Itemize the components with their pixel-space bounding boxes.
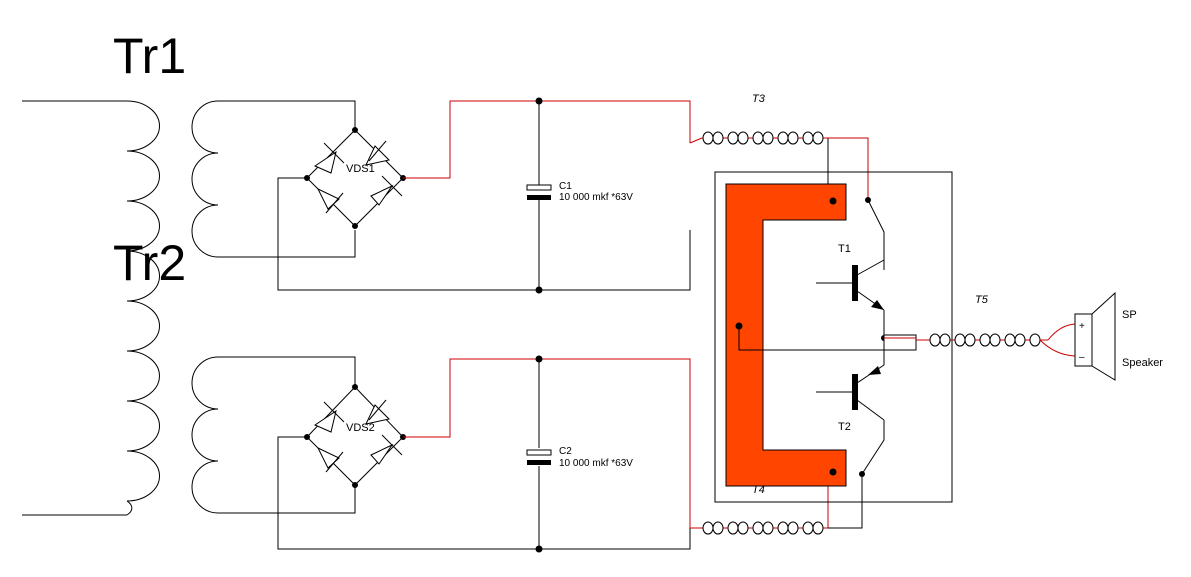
speaker: + – SP Speaker (1074, 291, 1163, 381)
c2-label: C2 (559, 446, 572, 457)
vds1-label: VDS1 (346, 163, 375, 175)
heatsink (725, 183, 847, 487)
primary-winding (22, 100, 160, 516)
output-terminal (883, 334, 917, 351)
t1-label: T1 (838, 243, 851, 255)
transistor-t1: T1 (816, 197, 885, 338)
t4-label: T4 (752, 484, 765, 496)
t2-label: T2 (838, 421, 851, 433)
c2-value: 10 000 mkf *63V (559, 458, 633, 469)
amplifier-module (714, 171, 953, 503)
t3-label: T3 (752, 93, 766, 105)
capacitor-c1: C1 10 000 mkf *63V (526, 181, 633, 203)
t5-label: T5 (975, 294, 989, 306)
speaker-label: Speaker (1122, 357, 1163, 369)
lower-rail (277, 355, 691, 553)
upper-rail (277, 97, 691, 294)
secondary-winding-2 (191, 356, 356, 514)
c1-value: 10 000 mkf *63V (559, 192, 633, 203)
speaker-plus: + (1079, 321, 1085, 332)
choke-t5: T5 (916, 294, 1076, 357)
tr1-label: Tr1 (113, 28, 186, 84)
transistor-t2: T2 (816, 338, 885, 477)
choke-t4: T4 (690, 474, 863, 535)
capacitor-c2: C2 10 000 mkf *63V (526, 446, 633, 469)
c1-label: C1 (559, 181, 572, 192)
choke-t3: T3 (689, 93, 869, 200)
bridge-vds1: VDS1 (304, 127, 406, 229)
vds2-label: VDS2 (346, 422, 375, 434)
sp-label: SP (1122, 309, 1137, 321)
speaker-minus: – (1079, 352, 1085, 363)
bridge-vds2: VDS2 (304, 384, 406, 488)
secondary-winding-1 (191, 100, 356, 258)
